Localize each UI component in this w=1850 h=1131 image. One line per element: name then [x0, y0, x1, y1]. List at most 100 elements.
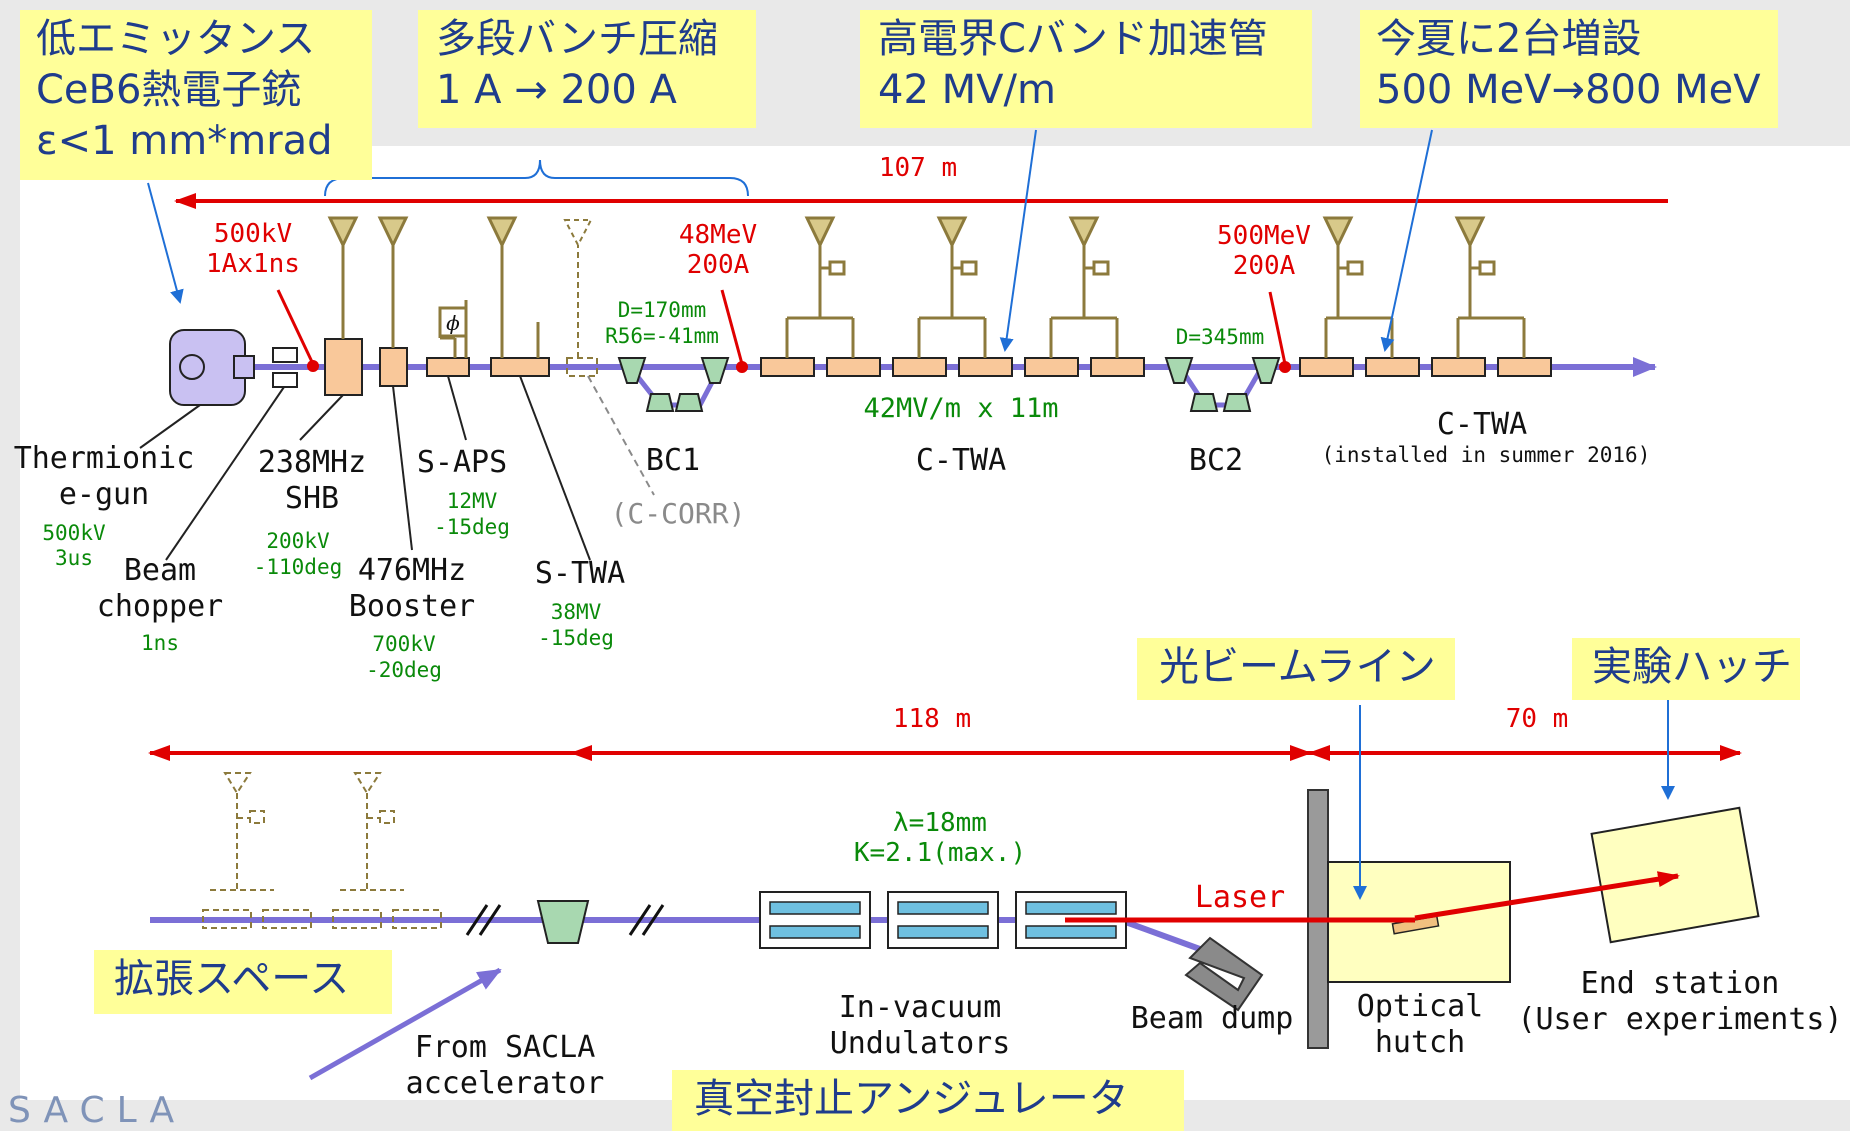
param1-line2: 1Ax1ns — [206, 249, 300, 279]
from-sacla-label-2: accelerator — [406, 1066, 605, 1101]
hutch-length-label: 70 m — [1506, 704, 1569, 734]
ccorr-label: (C-CORR) — [611, 497, 746, 530]
sacla-logo: SACLA — [8, 1090, 187, 1131]
egun-leader — [139, 404, 201, 449]
expansion-callout-arrow — [1380, 129, 1433, 352]
end-station-label-1: End station — [1581, 966, 1780, 1001]
stwa-rf-antenna — [486, 216, 518, 249]
shb-spec-1: 200kV — [266, 529, 330, 553]
param1-pointer — [276, 289, 315, 365]
gun-callout: 低エミッタンス CeB6熱電子銃 ε<1 mm*mrad — [20, 10, 372, 180]
saps-label: S-APS — [417, 445, 507, 480]
undulators-label-2: Undulators — [830, 1026, 1011, 1061]
chopper-top — [272, 347, 298, 363]
end-station-label-2: (User experiments) — [1517, 1002, 1842, 1037]
ctwa2-rf-network — [1324, 245, 1526, 358]
ctwa2-rf-antennas — [1322, 216, 1496, 276]
space-callout-text: 拡張スペース — [114, 956, 350, 1002]
param3-pointer — [1268, 291, 1287, 365]
ctwa-label: C-TWA — [916, 443, 1006, 478]
saps-phase-symbol: ϕ — [446, 311, 460, 335]
saps-leader — [447, 375, 467, 441]
param3-line1: 500MeV — [1217, 221, 1311, 251]
undulator-modules — [759, 891, 1127, 949]
bc1-r56: R56=-41mm — [605, 324, 719, 348]
stwa-label: S-TWA — [535, 556, 625, 591]
egun-label-1: Thermionic — [14, 441, 195, 476]
param3-dot — [1279, 361, 1291, 373]
undulator-lambda: λ=18mm — [893, 808, 987, 838]
sacla-merge-magnet — [536, 900, 590, 944]
booster-rf-antenna — [377, 216, 409, 249]
egun-spec-2: 3us — [55, 546, 93, 570]
compression-callout: 多段バンチ圧縮 1 A → 200 A — [418, 10, 756, 128]
gun-callout-line-1: 低エミッタンス — [36, 16, 316, 62]
cband-callout-line-2: 42 MV/m — [878, 67, 1056, 113]
bc1-magnet-2 — [645, 393, 675, 412]
saps-spec-1: 12MV — [447, 489, 498, 513]
param2-line2: 200A — [687, 250, 750, 280]
compression-callout-line-1: 多段バンチ圧縮 — [436, 16, 718, 62]
cband-callout: 高電界Cバンド加速管 42 MV/m — [860, 10, 1312, 128]
bc1-dispersion: D=170mm — [618, 298, 707, 322]
laser-label: Laser — [1195, 880, 1285, 915]
chopper-bottom — [272, 372, 298, 388]
gun-callout-arrow — [147, 182, 184, 304]
egun-spec-1: 500kV — [42, 521, 106, 545]
shb-leader — [299, 394, 344, 441]
optical-hutch-label-2: hutch — [1375, 1025, 1465, 1060]
chopper-label-1: Beam — [124, 553, 196, 588]
undulator-length-label: 118 m — [893, 704, 971, 734]
param2-dot — [736, 361, 748, 373]
hutch-callout: 実験ハッチ — [1572, 638, 1800, 700]
bc2-magnet-1 — [1164, 357, 1194, 384]
stwa-spec-1: 38MV — [551, 600, 602, 624]
param1-dot — [307, 360, 319, 372]
optical-hutch-label-1: Optical — [1357, 989, 1483, 1024]
param3-line2: 200A — [1233, 251, 1296, 281]
shb-rf-antenna — [327, 216, 359, 249]
shb-label-1: 238MHz — [258, 445, 366, 480]
beamline-break-marks — [465, 904, 665, 936]
stwa-cavity — [490, 357, 550, 377]
laser-beam-to-station — [1414, 871, 1680, 921]
param2-line1: 48MeV — [679, 220, 757, 250]
ctwa2-label: C-TWA — [1437, 407, 1527, 442]
shb-cavity — [324, 338, 363, 396]
from-sacla-beam — [308, 967, 502, 1081]
slide-frame-left — [0, 0, 20, 1131]
stwa-spec-2: -15deg — [538, 626, 614, 650]
chopper-spec-1: 1ns — [141, 631, 179, 655]
bc1-magnet-3 — [674, 393, 704, 412]
gun-callout-line-2: CeB6熱電子銃 — [36, 67, 302, 113]
egun-label-2: e-gun — [59, 477, 149, 512]
bc1-magnet-1 — [617, 357, 647, 384]
undulator-callout-text: 真空封止アンジュレータ — [694, 1076, 1129, 1122]
compression-callout-line-2: 1 A → 200 A — [436, 67, 677, 113]
booster-label-2: Booster — [349, 589, 475, 624]
cband-callout-line-1: 高電界Cバンド加速管 — [878, 16, 1268, 62]
bc2-dispersion: D=345mm — [1176, 325, 1265, 349]
ctwa2-structures — [1299, 357, 1552, 377]
bc1-label: BC1 — [646, 443, 700, 478]
undulator-k: K=2.1(max.) — [854, 838, 1026, 868]
saps-cavity — [426, 357, 470, 377]
bc2-magnet-2 — [1189, 393, 1219, 412]
linac-length-label: 107 m — [879, 153, 957, 183]
compression-brace — [324, 159, 749, 197]
ctwa-rf-antennas — [804, 216, 1110, 276]
gun-callout-line-3: ε<1 mm*mrad — [36, 118, 333, 164]
booster-cavity — [379, 347, 408, 387]
shb-label-2: SHB — [285, 481, 339, 516]
undulators-label-1: In-vacuum — [839, 990, 1002, 1025]
bc2-magnet-3 — [1222, 393, 1252, 412]
ctwa2-note: (installed in summer 2016) — [1322, 443, 1651, 467]
param2-pointer — [720, 289, 744, 365]
space-callout: 拡張スペース — [94, 950, 392, 1014]
beamline-callout: 光ビームライン — [1137, 638, 1455, 700]
expansion-callout: 今夏に2台増設 500 MeV→800 MeV — [1360, 10, 1778, 128]
ctwa-structures — [760, 357, 1145, 377]
saps-spec-2: -15deg — [434, 515, 510, 539]
stwa-leader — [519, 375, 591, 561]
